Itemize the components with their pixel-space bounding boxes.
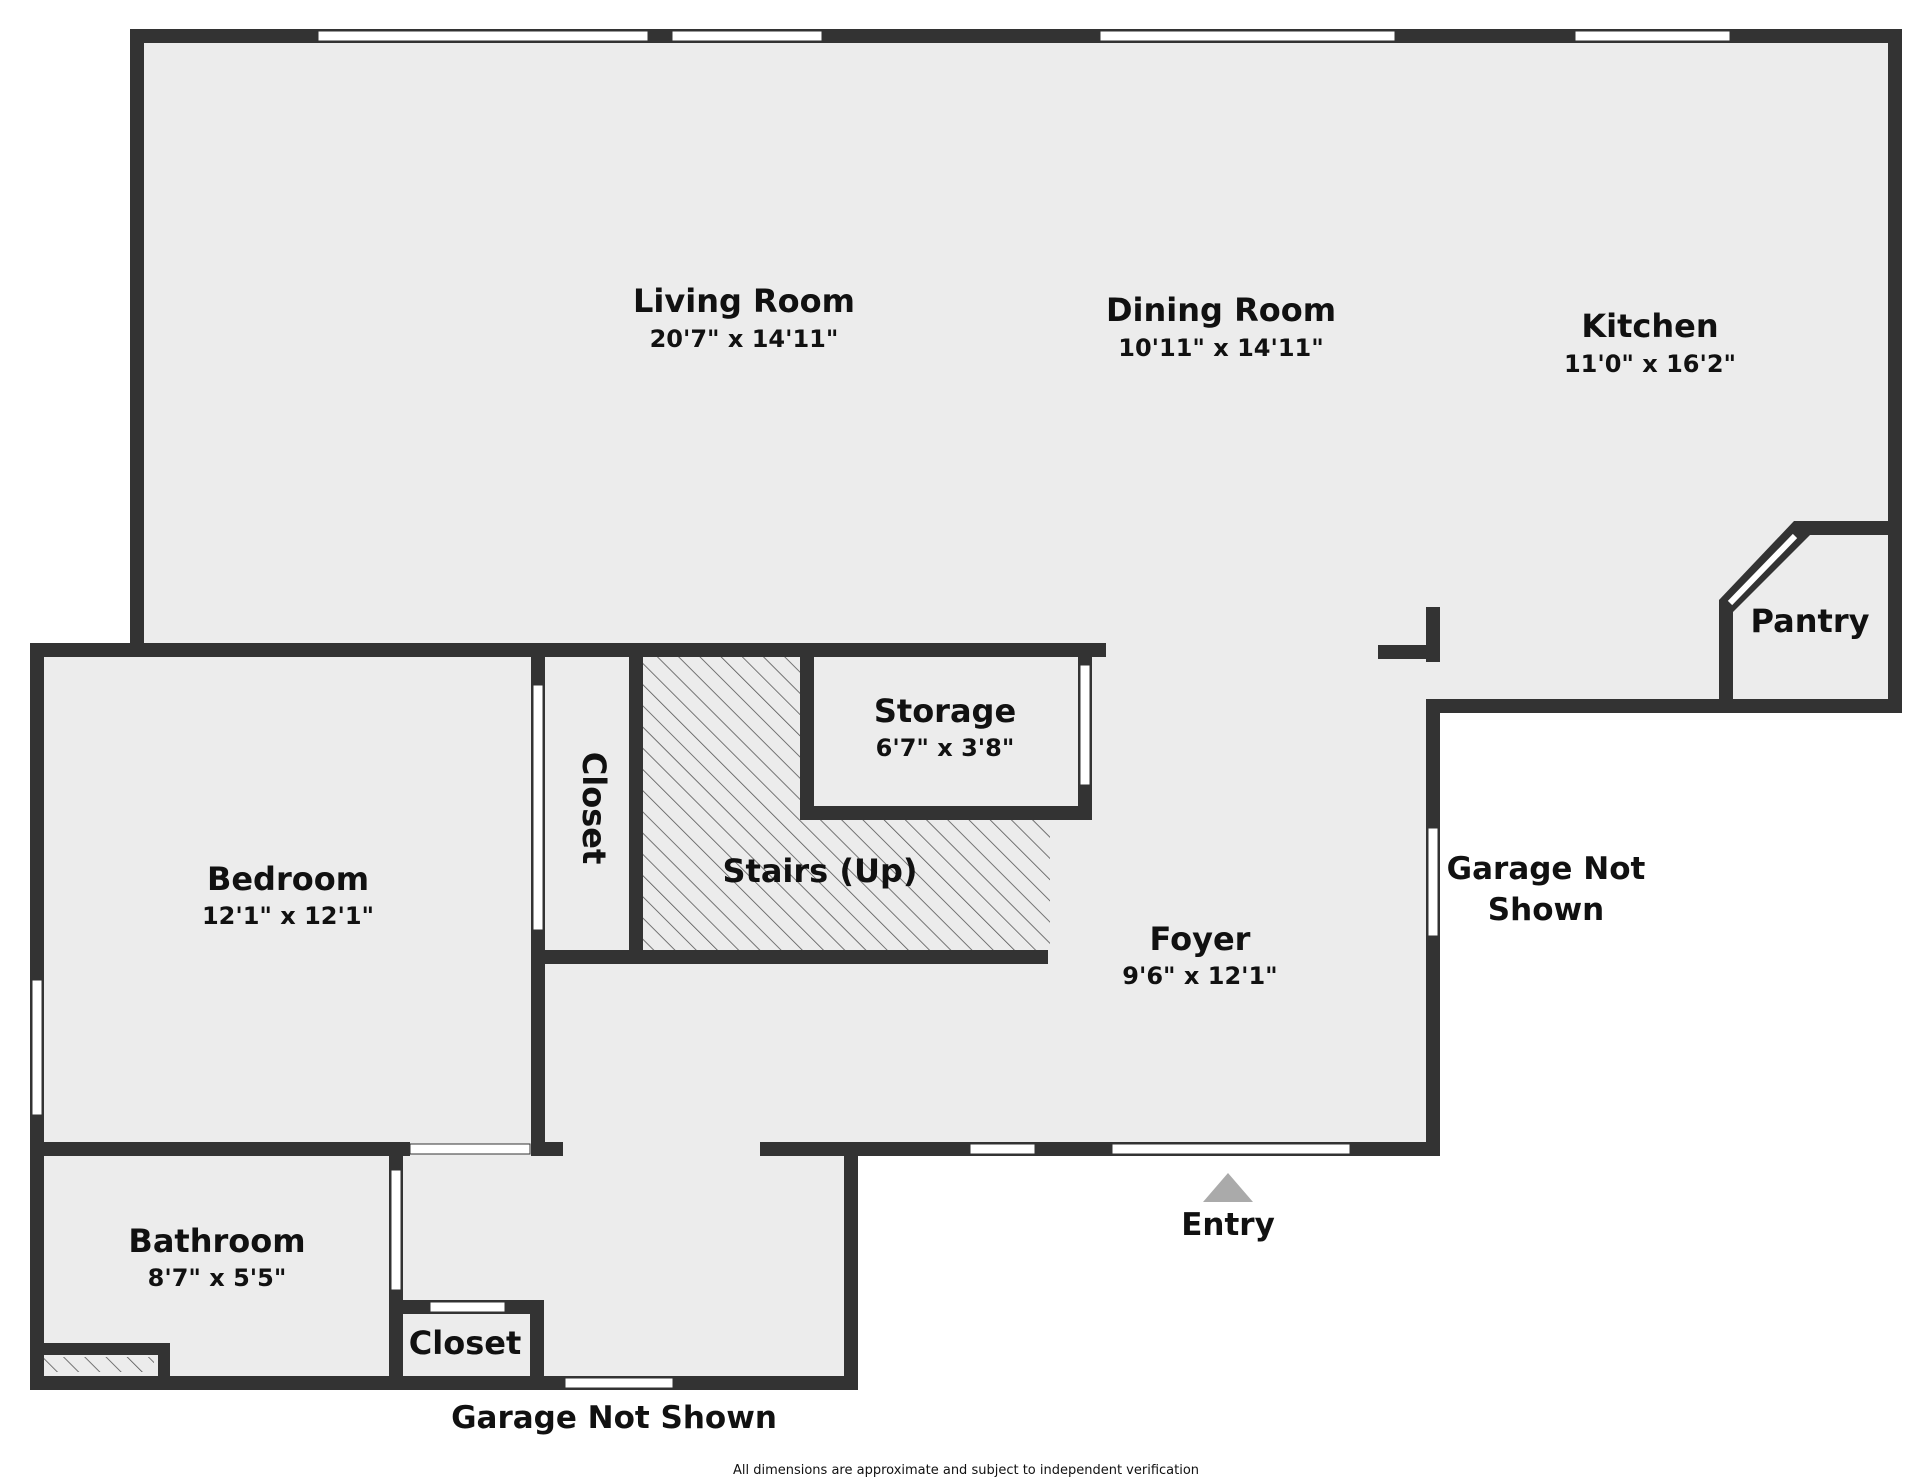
living-room-dims: 20'7" x 14'11": [650, 325, 839, 353]
disclaimer-text: All dimensions are approximate and subje…: [733, 1463, 1199, 1478]
storage-label: Storage: [874, 692, 1016, 730]
entry-arrow-icon: [1203, 1173, 1253, 1202]
dining-room-dims: 10'11" x 14'11": [1118, 334, 1324, 362]
pantry-floor: [1730, 535, 1893, 705]
pantry-label: Pantry: [1751, 602, 1870, 640]
entry-label: Entry: [1181, 1207, 1275, 1243]
bathroom-dims: 8'7" x 5'5": [148, 1264, 287, 1292]
bedroom-dims: 12'1" x 12'1": [202, 902, 374, 930]
foyer-dims: 9'6" x 12'1": [1122, 962, 1277, 990]
stairs-hatch: [640, 655, 1050, 957]
garage-right-note-line1: Garage Not: [1447, 851, 1646, 887]
bathroom-label: Bathroom: [128, 1222, 305, 1260]
kitchen-dims: 11'0" x 16'2": [1564, 350, 1736, 378]
storage-dims: 6'7" x 3'8": [876, 734, 1015, 762]
foyer-label: Foyer: [1150, 920, 1251, 958]
living-room-label: Living Room: [633, 282, 855, 320]
stairs-label: Stairs (Up): [722, 852, 917, 890]
garage-bottom-note: Garage Not Shown: [451, 1400, 777, 1436]
bedroom-label: Bedroom: [207, 860, 369, 898]
closet-vertical-label: Closet: [575, 752, 613, 864]
pantry-angled-window: [1727, 533, 1798, 606]
closet-small-label: Closet: [409, 1324, 521, 1362]
windows: [31, 30, 1731, 1389]
bathroom-hatch: [44, 1357, 154, 1372]
garage-right-note-line2: Shown: [1488, 892, 1604, 928]
dining-room-label: Dining Room: [1106, 291, 1336, 329]
kitchen-label: Kitchen: [1581, 307, 1718, 345]
